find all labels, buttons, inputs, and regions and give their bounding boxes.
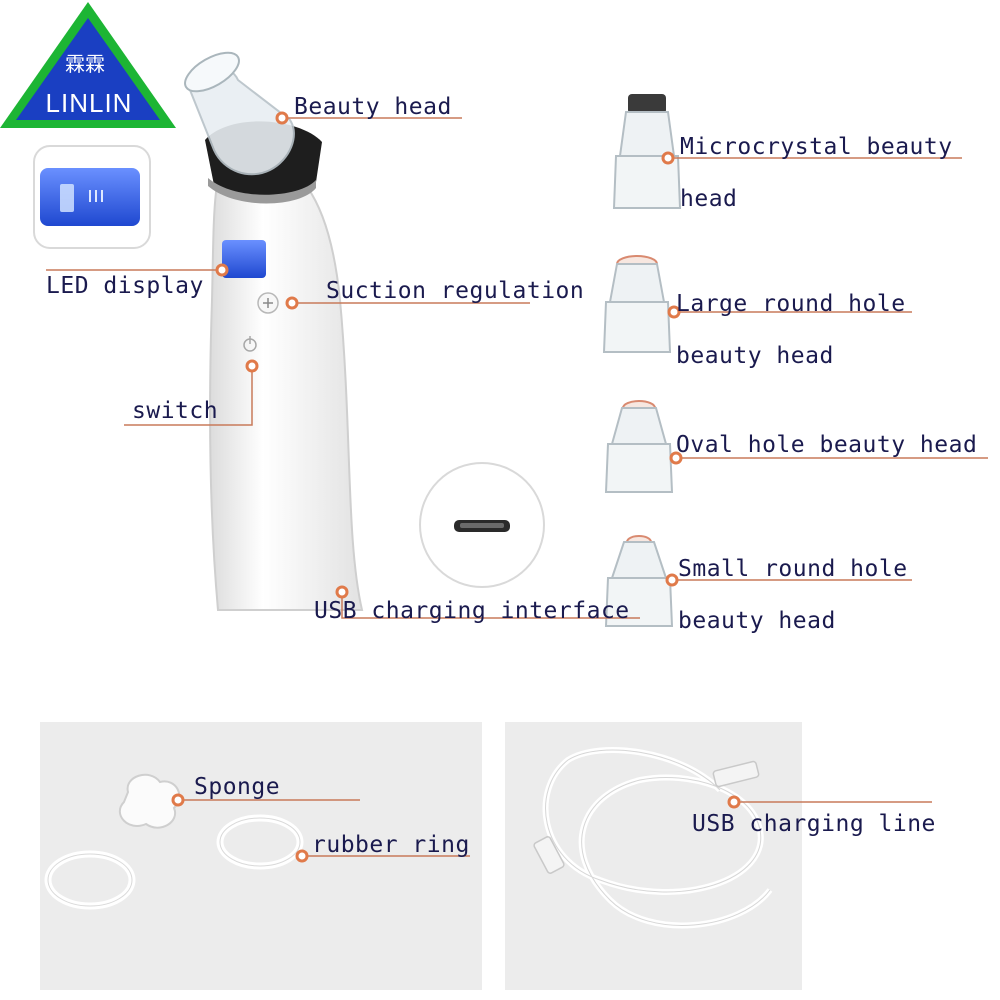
label-sponge: Sponge xyxy=(194,774,281,800)
logo-chinese-text: 霖霖 xyxy=(65,52,105,76)
device-illustration xyxy=(184,51,364,611)
dot-microcrystal xyxy=(661,151,675,165)
usb-port-callout xyxy=(419,462,545,588)
dot-switch xyxy=(245,359,259,373)
dot-led-display xyxy=(215,263,229,277)
dot-suction xyxy=(285,296,299,310)
led-display-callout xyxy=(33,145,151,249)
label-usb-interface: USB charging interface xyxy=(314,598,630,624)
usb-cable-illustration xyxy=(533,747,773,929)
microcrystal-head xyxy=(612,94,682,209)
label-microcrystal-line2: head xyxy=(680,186,738,212)
dot-oval-hole xyxy=(669,451,683,465)
label-switch: switch xyxy=(132,398,219,424)
label-microcrystal-line1: Microcrystal beauty xyxy=(680,134,953,160)
brand-logo xyxy=(0,2,176,128)
label-oval-hole: Oval hole beauty head xyxy=(676,432,978,458)
label-large-round-line1: Large round hole xyxy=(676,291,906,317)
callout-dots xyxy=(171,111,741,863)
label-suction-regulation: Suction regulation xyxy=(326,278,585,304)
dot-usb-line xyxy=(727,795,741,809)
label-small-round-line2: beauty head xyxy=(678,608,836,634)
dot-sponge xyxy=(171,793,185,807)
small-round-head xyxy=(604,535,674,627)
rubber-ring-illustration xyxy=(44,814,304,910)
label-rubber-ring: rubber ring xyxy=(312,832,470,858)
label-large-round-line2: beauty head xyxy=(676,343,834,369)
label-usb-charging-line: USB charging line xyxy=(692,811,936,837)
dot-small-round xyxy=(665,573,679,587)
logo-english-text: LINLIN xyxy=(45,88,133,118)
sponge-illustration xyxy=(118,773,181,829)
dot-rubber-ring xyxy=(295,849,309,863)
large-round-head xyxy=(602,255,672,353)
label-beauty-head: Beauty head xyxy=(294,94,452,120)
leader-lines xyxy=(46,117,988,857)
label-small-round-line1: Small round hole xyxy=(678,556,908,582)
dot-beauty-head xyxy=(275,111,289,125)
dot-large-round xyxy=(667,305,681,319)
label-led-display: LED display xyxy=(46,273,204,299)
oval-hole-head xyxy=(604,400,674,493)
dot-usb-interface xyxy=(335,585,349,599)
